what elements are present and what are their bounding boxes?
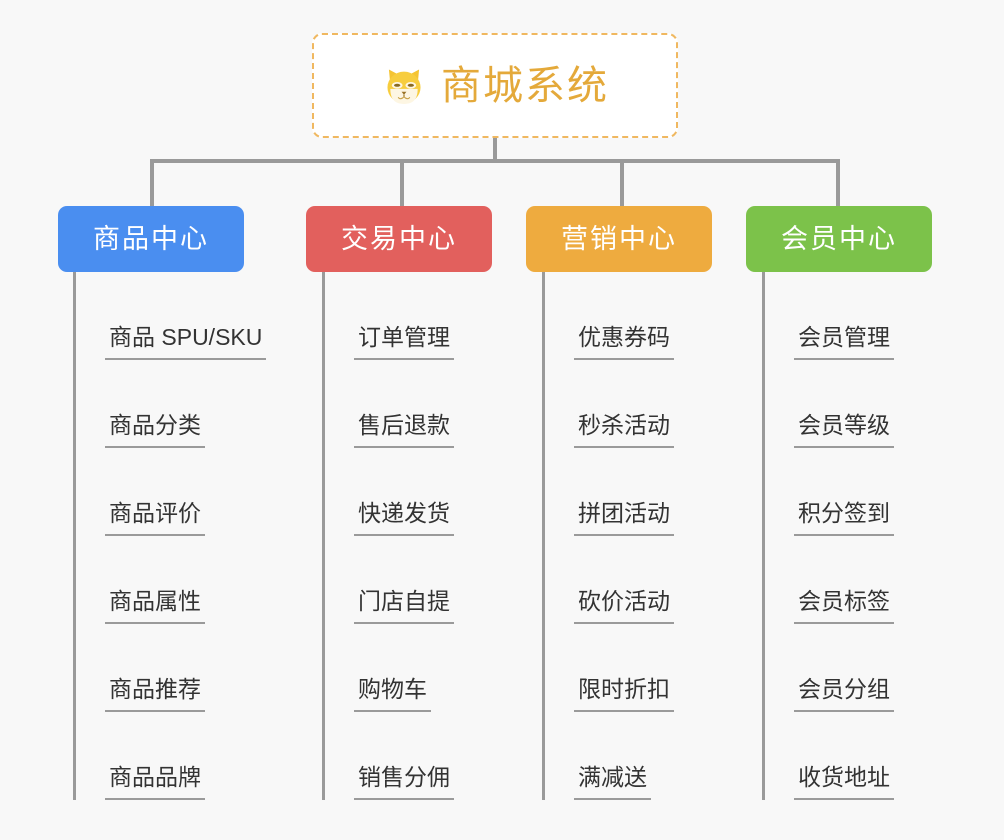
connector-drop-3 [836,159,840,206]
leaf-item[interactable]: 会员管理 [762,272,894,360]
leaf-label: 购物车 [354,678,431,712]
leaf-item[interactable]: 收货地址 [762,712,894,800]
leaf-label: 销售分佣 [354,766,454,800]
leaf-label: 会员等级 [794,414,894,448]
leaf-label: 商品评价 [105,502,205,536]
leaf-label: 拼团活动 [574,502,674,536]
connector-drop-1 [400,159,404,206]
leaf-label: 满减送 [574,766,651,800]
category-box-2[interactable]: 营销中心 [526,206,712,272]
connector-bus [150,159,838,163]
leaf-item[interactable]: 积分签到 [762,448,894,536]
leaf-item[interactable]: 优惠券码 [542,272,674,360]
leaf-label: 商品品牌 [105,766,205,800]
category-label-3: 会员中心 [781,223,897,254]
leaf-item[interactable]: 销售分佣 [322,712,454,800]
leaf-item[interactable]: 拼团活动 [542,448,674,536]
shiba-dog-face-icon [381,63,427,109]
leaf-item[interactable]: 满减送 [542,712,674,800]
leaf-label: 门店自提 [354,590,454,624]
leaf-column-1: 订单管理 售后退款 快递发货 门店自提 购物车 销售分佣 [322,272,454,800]
leaf-item[interactable]: 商品品牌 [73,712,266,800]
leaf-column-3: 会员管理 会员等级 积分签到 会员标签 会员分组 收货地址 [762,272,894,800]
leaf-item[interactable]: 商品推荐 [73,624,266,712]
leaf-label: 订单管理 [354,326,454,360]
leaf-item[interactable]: 商品属性 [73,536,266,624]
leaf-item[interactable]: 商品评价 [73,448,266,536]
leaf-label: 商品 SPU/SKU [105,326,267,360]
category-box-3[interactable]: 会员中心 [746,206,932,272]
leaf-item[interactable]: 会员等级 [762,360,894,448]
leaf-item[interactable]: 门店自提 [322,536,454,624]
leaf-spine-2 [542,272,545,800]
leaf-spine-0 [73,272,76,800]
leaf-column-0: 商品 SPU/SKU 商品分类 商品评价 商品属性 商品推荐 商品品牌 [73,272,267,800]
leaf-item[interactable]: 限时折扣 [542,624,674,712]
root-node[interactable]: 商城系统 [312,33,678,138]
leaf-item[interactable]: 快递发货 [322,448,454,536]
category-box-1[interactable]: 交易中心 [306,206,492,272]
leaf-item[interactable]: 购物车 [322,624,454,712]
leaf-label: 秒杀活动 [574,414,674,448]
connector-drop-0 [150,159,154,206]
leaf-label: 收货地址 [794,766,894,800]
root-title: 商城系统 [441,63,609,108]
leaf-spine-3 [762,272,765,800]
leaf-label: 会员标签 [794,590,894,624]
leaf-item[interactable]: 商品 SPU/SKU [73,272,267,360]
leaf-label: 售后退款 [354,414,454,448]
leaf-item[interactable]: 商品分类 [73,360,266,448]
leaf-label: 砍价活动 [574,590,674,624]
category-label-1: 交易中心 [341,223,457,254]
leaf-label: 积分签到 [794,502,894,536]
leaf-label: 限时折扣 [574,678,674,712]
leaf-label: 商品分类 [105,414,205,448]
leaf-item[interactable]: 秒杀活动 [542,360,674,448]
connector-stem [493,138,497,162]
leaf-spine-1 [322,272,325,800]
category-box-0[interactable]: 商品中心 [58,206,244,272]
leaf-label: 会员管理 [794,326,894,360]
leaf-column-2: 优惠券码 秒杀活动 拼团活动 砍价活动 限时折扣 满减送 [542,272,674,800]
connector-drop-2 [620,159,624,206]
leaf-label: 会员分组 [794,678,894,712]
leaf-item[interactable]: 订单管理 [322,272,454,360]
leaf-item[interactable]: 售后退款 [322,360,454,448]
leaf-item[interactable]: 会员分组 [762,624,894,712]
category-label-0: 商品中心 [93,223,209,254]
category-label-2: 营销中心 [561,223,677,254]
leaf-label: 快递发货 [354,502,454,536]
leaf-label: 商品属性 [105,590,205,624]
leaf-label: 优惠券码 [574,326,674,360]
leaf-item[interactable]: 砍价活动 [542,536,674,624]
leaf-label: 商品推荐 [105,678,205,712]
leaf-item[interactable]: 会员标签 [762,536,894,624]
